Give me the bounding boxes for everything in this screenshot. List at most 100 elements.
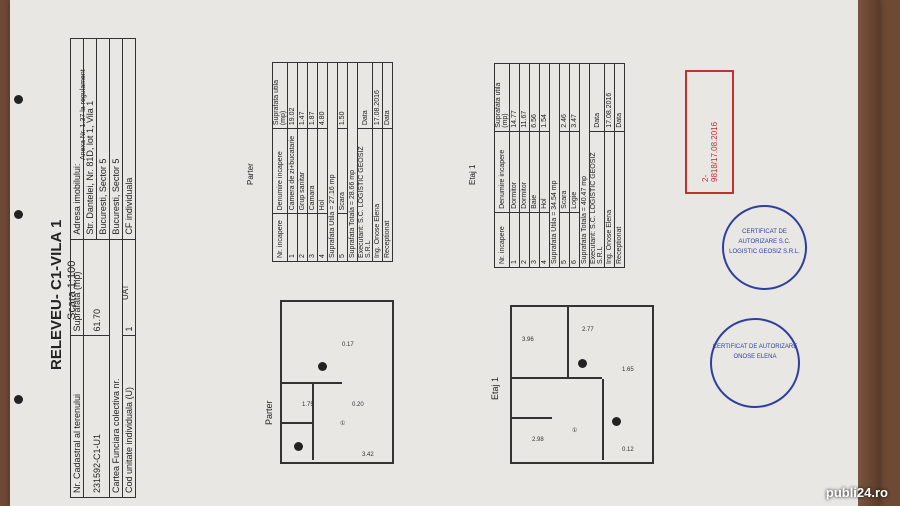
binder-hole [14, 395, 23, 404]
cell: 2.46 [559, 63, 570, 132]
etaj-table-wrap: Nr. incapere Denumire incapere Suprafata… [494, 63, 625, 268]
cad-uat-label: UAT [121, 284, 130, 300]
cell: 1.87 [307, 62, 318, 129]
parter-utila: Suprafata Utila = 27.16 mp [327, 62, 338, 262]
cell: Logie [569, 131, 580, 213]
cell: 1.54 [539, 63, 550, 132]
cell: 4 [317, 213, 328, 262]
cad-surface-value: 61.70 [83, 239, 110, 336]
registration-stamp-red: 2-9818/17.08.2016 [685, 70, 734, 194]
page-edge-shadow [858, 0, 880, 506]
cell: Camera de zi+bucatarie [287, 128, 298, 214]
watermark-logo: publi24.ro [825, 485, 888, 500]
etaj-table-title: Etaj 1 [468, 164, 477, 185]
cad-h-nr: Nr. Cadastral al terenului [70, 336, 84, 498]
red-stamp-text: 2-9818/17.08.2016 [701, 121, 719, 182]
parter-table-title: Parter [246, 163, 255, 185]
parter-table-wrap: Nr. incapere Denumire incapere Suprafata… [272, 62, 393, 262]
etaj-plan-title: Etaj 1 [490, 376, 500, 400]
cell: 14.77 [509, 63, 520, 132]
parter-floor-plan: 0.17 0.20 1.75 3.42 ① [280, 300, 394, 464]
cell: 3.47 [569, 63, 580, 132]
cell: 4.80 [317, 62, 328, 129]
cadastral-table: Nr. Cadastral al terenului Suprafata (mp… [70, 38, 136, 498]
cell: 6.56 [529, 63, 540, 132]
cad-nr-value: 231592-C1-U1 [83, 336, 110, 498]
cell: Dormitor [519, 131, 530, 213]
cad-uat-value: Bucuresti, Sector 5 [109, 38, 123, 240]
cad-address-value: Str. Dantelei, Nr. 81D, lot 1, Vila 1 [83, 38, 97, 240]
cell: Baie [529, 131, 540, 213]
binder-hole [14, 95, 23, 104]
parter-totala: Suprafata Totala = 28.66 mp [347, 62, 358, 262]
parter-data-label-2: Data [382, 62, 393, 129]
cell: Camara [307, 128, 318, 214]
etaj-receptionat: Receptionat [614, 131, 625, 268]
cad-h-surface: Suprafata (mp) [70, 239, 84, 336]
cell: 6 [569, 212, 580, 268]
etaj-data-label-2: Data [614, 63, 625, 132]
parter-h-area: Suprafata utila (mp) [272, 62, 288, 129]
cell: 19.02 [287, 62, 298, 129]
etaj-h-name: Denumire incapere [494, 131, 510, 213]
parter-data-value: 17.08.2016 [372, 62, 383, 129]
parter-h-nr: Nr. incapere [272, 213, 288, 262]
etaj-executant: Executant: S.C. LOGISTIC GEOSIZ S.R.L [589, 131, 605, 268]
authorization-stamp-company: CERTIFICAT DE AUTORIZARE S.C. LOGISTIC G… [722, 205, 807, 290]
binder-hole [14, 210, 23, 219]
cell: 1 [509, 212, 520, 268]
cell: 3 [529, 212, 540, 268]
etaj-room-table: Nr. incapere Denumire incapere Suprafata… [494, 63, 625, 268]
document-title: RELEVEU- C1-VILA 1 [48, 219, 65, 370]
parter-data-label: Data [357, 62, 373, 129]
etaj-utila: Suprafata Utila = 34.54 mp [549, 63, 560, 268]
etaj-h-area: Suprafata utila (mp) [494, 63, 510, 132]
cell: 1.47 [297, 62, 308, 129]
parter-room-table: Nr. incapere Denumire incapere Suprafata… [272, 62, 393, 262]
parter-plan-title: Parter [264, 400, 274, 425]
etaj-data-value: 17.08.2016 [604, 63, 615, 132]
stamp-text: CERTIFICAT DE AUTORIZARE ONOSE ELENA [712, 344, 798, 360]
parter-executant: Executant: S.C. LOGISTIC GEOSIZ S.R.L [357, 128, 373, 262]
document-page: RELEVEU- C1-VILA 1 Scara 1:100 Anexa Nr.… [10, 0, 880, 506]
cell: 11.67 [519, 63, 530, 132]
cell: 3 [307, 213, 318, 262]
cell: Scara [559, 131, 570, 213]
stamp-text: CERTIFICAT DE AUTORIZARE S.C. LOGISTIC G… [729, 229, 800, 255]
etaj-ing: Ing. Onose Elena [604, 131, 615, 268]
cell: 4 [539, 212, 550, 268]
authorization-stamp-engineer: CERTIFICAT DE AUTORIZARE ONOSE ELENA [710, 318, 800, 408]
etaj-floor-plan: 3.96 2.77 1.65 2.98 0.12 ① [510, 305, 654, 464]
cell: 2 [297, 213, 308, 262]
etaj-totala: Suprafata Totala = 40.47 mp [579, 63, 590, 268]
cell: Scara [337, 128, 348, 214]
cell: 1.50 [337, 62, 348, 129]
cad-cod-label: Cod unitate individuala (U) [122, 336, 136, 498]
cell: 1 [287, 213, 298, 262]
cell: Dormitor [509, 131, 520, 213]
cad-h-address: Adresa imobilului: [70, 38, 84, 240]
cad-address-city: Bucuresti, Sector 5 [96, 38, 110, 240]
cell: Hol [317, 128, 328, 214]
parter-ing: Ing. Onose Elena [372, 128, 383, 262]
parter-receptionat: Receptionat [382, 128, 393, 262]
etaj-h-nr: Nr. incapere [494, 212, 510, 268]
cad-carte: Cartea Funciara colectiva nr. [109, 239, 123, 498]
etaj-data-label: Data [589, 63, 605, 132]
cell: Grup sanitar [297, 128, 308, 214]
cell: 5 [559, 212, 570, 268]
cell: Hol [539, 131, 550, 213]
parter-h-name: Denumire incapere [272, 128, 288, 214]
cell: 2 [519, 212, 530, 268]
